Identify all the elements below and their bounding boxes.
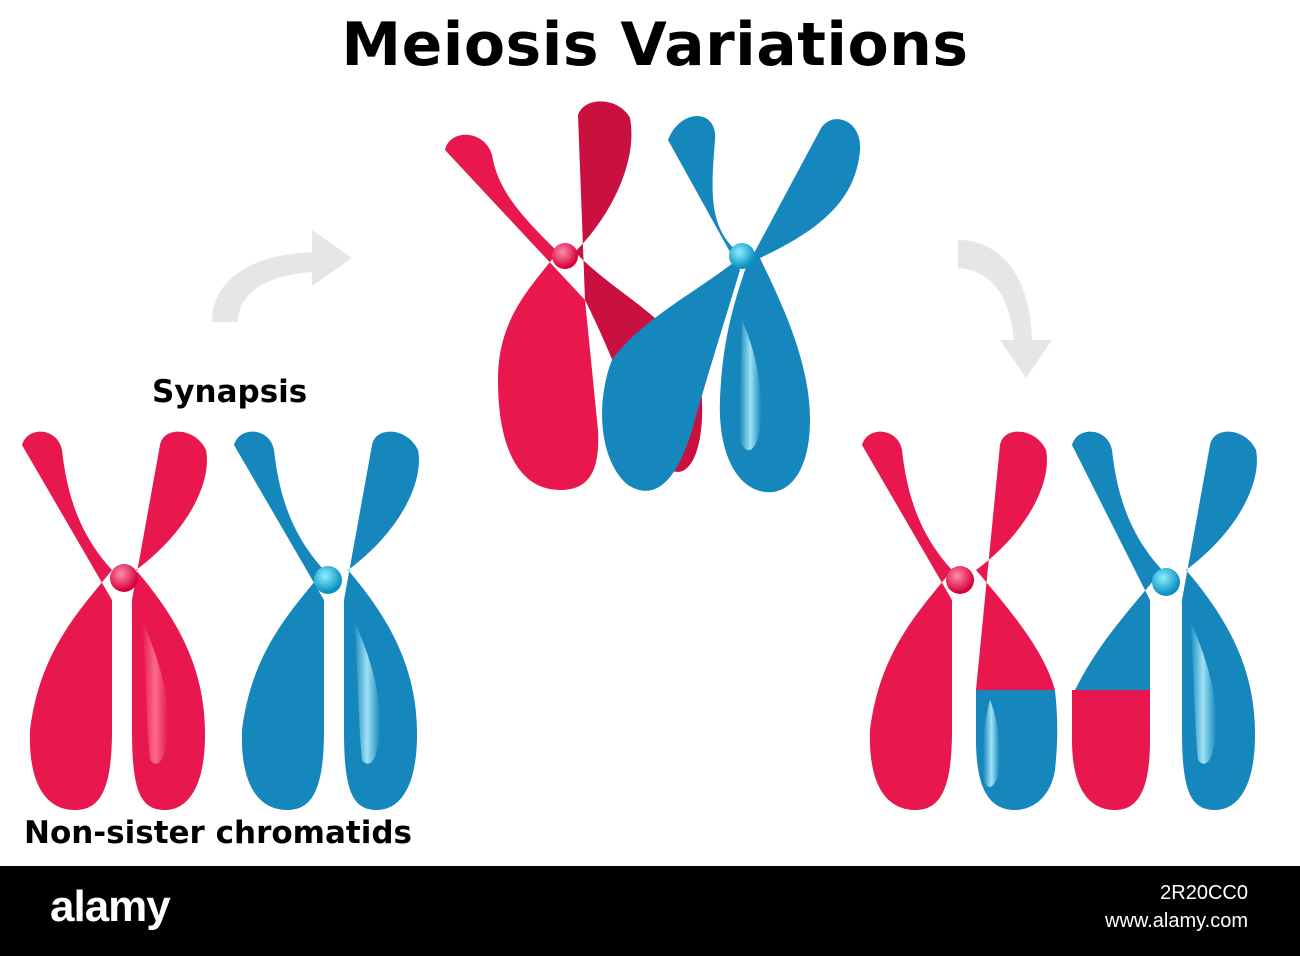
- meiosis-diagram: [22, 101, 1257, 810]
- chromosome-pair-synapsis: [445, 101, 861, 493]
- page-title: Meiosis Variations: [341, 10, 969, 80]
- red-chromosome: [22, 431, 207, 810]
- footer-bar: alamy 2R20CC0 www.alamy.com: [0, 866, 1300, 956]
- blue-chromosome: [234, 431, 419, 810]
- chromosome-pair-left: [22, 431, 419, 810]
- blue-chromosome: [602, 116, 861, 493]
- synapsis-label: Synapsis: [152, 374, 308, 410]
- blue-centromere: [314, 566, 342, 594]
- blue-centromere: [729, 243, 755, 269]
- brand-logo: alamy: [50, 882, 171, 931]
- curved-arrow-down-right-icon: [958, 240, 1052, 378]
- red-chromosome: [862, 431, 1058, 810]
- red-centromere: [110, 564, 138, 592]
- site-url: www.alamy.com: [1105, 910, 1248, 932]
- blue-chromosome: [1072, 431, 1257, 810]
- image-id: 2R20CC0: [1160, 882, 1248, 904]
- curved-arrow-up-right-icon: [212, 230, 352, 322]
- chromosome-pair-crossover: [862, 431, 1257, 810]
- blue-centromere: [1152, 568, 1180, 596]
- red-centromere: [552, 243, 578, 269]
- red-centromere: [946, 566, 974, 594]
- non-sister-chromatids-label: Non-sister chromatids: [24, 815, 412, 851]
